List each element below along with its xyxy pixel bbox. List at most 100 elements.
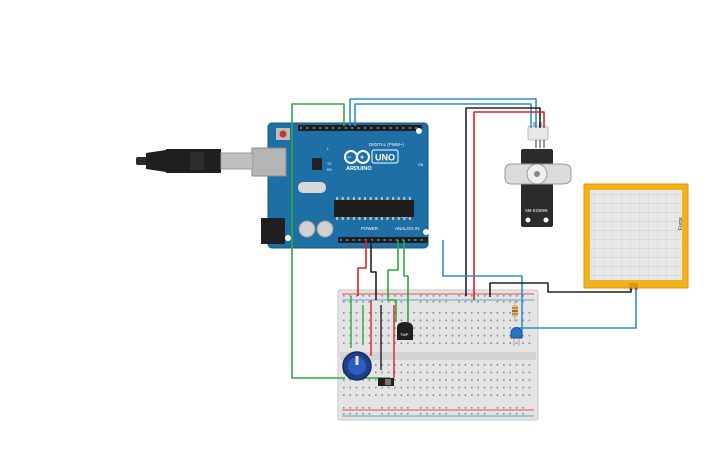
rail-hole <box>509 295 511 297</box>
resistor[interactable] <box>512 300 518 322</box>
terminal-hole <box>349 386 351 389</box>
terminal-hole <box>477 334 479 337</box>
rail-hole <box>522 295 524 297</box>
terminal-hole <box>490 386 492 389</box>
fsr-grid-line <box>603 191 604 279</box>
terminal-hole <box>451 364 454 366</box>
fsr-grid-line <box>639 191 640 279</box>
terminal-hole <box>445 379 447 381</box>
terminal-hole <box>432 386 435 389</box>
terminal-hole <box>496 364 499 366</box>
rail-hole <box>362 301 364 303</box>
terminal-hole <box>483 364 486 366</box>
force-sensor[interactable]: Force <box>583 183 689 291</box>
header-pin <box>415 127 418 129</box>
mcu-pin <box>341 197 344 200</box>
terminal-hole <box>432 327 435 329</box>
wire-blue-digital-2[interactable] <box>354 103 532 128</box>
digital-pin-header[interactable] <box>298 125 422 131</box>
rail-hole <box>439 301 441 303</box>
wire-red-servo-power[interactable] <box>473 111 545 300</box>
terminal-hole <box>477 342 479 344</box>
terminal-hole <box>413 312 415 314</box>
mcu-pin <box>386 197 389 200</box>
wire-red-5v[interactable] <box>357 240 367 296</box>
terminal-hole <box>375 364 377 366</box>
terminal-hole <box>439 319 441 322</box>
rail-hole <box>400 301 403 303</box>
terminal-hole <box>509 342 511 344</box>
terminal-hole <box>445 386 447 389</box>
terminal-hole <box>451 379 454 381</box>
servo-motor[interactable]: SM-S2309S <box>504 122 572 227</box>
temperature-sensor[interactable]: TMP <box>397 322 413 340</box>
terminal-hole <box>387 364 390 366</box>
servo-mount-hole <box>543 217 549 223</box>
usb-cable[interactable] <box>136 149 254 173</box>
usb-port[interactable] <box>251 147 287 177</box>
terminal-hole <box>477 386 479 389</box>
header-pin <box>352 239 355 241</box>
power-jack[interactable] <box>261 218 285 244</box>
mcu-pin <box>403 217 406 220</box>
terminal-hole <box>464 364 467 366</box>
slide-switch[interactable] <box>378 378 394 386</box>
potentiometer[interactable] <box>342 351 372 381</box>
terminal-hole <box>375 379 377 381</box>
temperature-sensor-label: TMP <box>400 332 409 337</box>
terminal-hole <box>394 379 396 381</box>
terminal-hole <box>355 334 358 337</box>
wire-green-digital[interactable] <box>291 103 345 379</box>
wire-blue-servo-signal[interactable] <box>349 98 537 128</box>
header-pin <box>319 127 322 129</box>
rail-hole <box>343 407 345 409</box>
terminal-hole <box>387 319 390 322</box>
header-pin <box>357 127 360 129</box>
force-sensor-pad[interactable] <box>590 190 682 280</box>
rail-hole <box>343 295 345 297</box>
terminal-hole <box>413 327 415 329</box>
rail-hole <box>387 301 390 303</box>
servo-connector[interactable] <box>527 125 549 141</box>
terminal-hole <box>439 379 441 381</box>
terminal-hole <box>471 394 473 396</box>
terminal-hole <box>362 394 364 396</box>
terminal-hole <box>451 327 454 329</box>
wire-black-gnd[interactable] <box>370 240 377 300</box>
servo-label: SM-S2309S <box>525 208 548 213</box>
terminal-hole <box>509 334 511 337</box>
crystal-oscillator <box>298 182 326 193</box>
power-analog-pin-header[interactable] <box>338 237 428 243</box>
wire-green-a0[interactable] <box>387 240 399 322</box>
terminal-hole <box>528 334 531 337</box>
header-pin <box>408 239 411 241</box>
terminal-hole <box>528 379 531 381</box>
rail-hole <box>483 295 486 297</box>
arduino-uno-board[interactable]: − + ARDUINO UNO DIGITAL (PWM~) POWER ANA… <box>251 122 429 249</box>
terminal-hole <box>464 334 467 337</box>
analog-label: ANALOG IN <box>395 226 420 231</box>
breadboard[interactable] <box>337 289 539 421</box>
rail-hole <box>407 407 409 409</box>
wires <box>291 98 637 379</box>
header-pin <box>402 127 405 129</box>
wire-black-fsr[interactable] <box>489 282 632 297</box>
fsr-grid-line <box>621 191 622 279</box>
terminal-hole <box>439 334 441 337</box>
header-pin <box>408 127 411 129</box>
wire-blue-analog[interactable] <box>442 240 523 330</box>
terminal-hole <box>394 371 396 374</box>
led-blue[interactable] <box>510 327 523 347</box>
digital-header-label: DIGITAL (PWM~) <box>369 142 404 147</box>
rail-hole <box>381 301 383 303</box>
wire-green-a1[interactable] <box>403 240 409 322</box>
wire-black-servo-ground[interactable] <box>465 107 541 296</box>
force-sensor-label: Force <box>678 217 684 230</box>
rail-hole <box>355 295 358 297</box>
rail-hole <box>477 295 479 297</box>
terminal-hole <box>451 394 454 396</box>
terminal-hole <box>349 327 351 329</box>
terminal-hole <box>387 312 390 314</box>
wire-blue-fsr[interactable] <box>514 289 637 329</box>
